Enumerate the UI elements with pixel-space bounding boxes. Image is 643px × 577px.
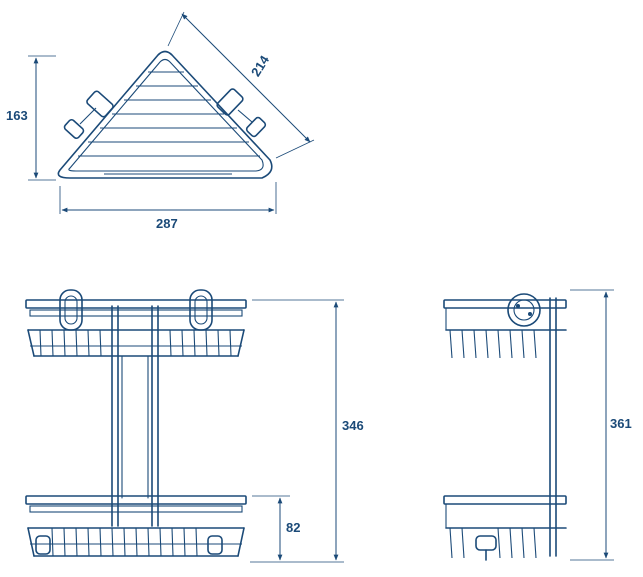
dim-line-214 [181,13,311,143]
upper-left-mount [59,289,83,331]
top-view-outer-rim [57,50,273,179]
top-view-inner-rim [68,58,264,172]
side-mount-disc [507,293,541,327]
front-view-upper-basket [25,289,247,357]
front-view-lower-basket [25,495,247,557]
top-view: 163 287 214 [6,11,315,231]
side-view-lower-tier [443,495,567,561]
side-view-upper-tier [443,293,567,359]
lower-left-clip [35,535,51,555]
top-view-left-bracket [63,90,114,140]
dim-label-214: 214 [248,52,273,79]
dim-label-346: 346 [342,418,364,433]
side-lower-clip [475,535,497,551]
dim-label-163: 163 [6,108,28,123]
dim-label-82: 82 [286,520,300,535]
top-view-wires [78,71,260,175]
lower-right-clip [207,535,223,555]
side-view: 361 [443,289,632,561]
front-view: 346 82 [25,289,364,563]
dim-label-361: 361 [610,416,632,431]
dim-label-287: 287 [156,216,178,231]
upper-right-mount [189,289,213,331]
front-view-posts [111,305,159,527]
